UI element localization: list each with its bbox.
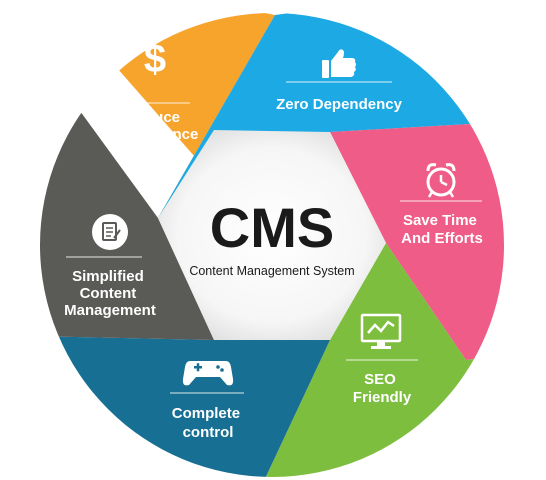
label-save-time-and-efforts: Save Time And Efforts (401, 212, 483, 247)
label-zero-dependency: Zero Dependency (276, 96, 403, 113)
label-complete-control: Complete control (172, 405, 245, 441)
thumbs-up-icon (322, 49, 356, 78)
gamepad-icon (182, 361, 234, 386)
segment-simplified-content-management (40, 13, 214, 340)
center-hexagon (158, 130, 386, 340)
document-icon (92, 214, 128, 250)
svg-text:$: $ (144, 37, 166, 81)
center-title: CMS (210, 196, 334, 259)
label-seo-friendly: SEO Friendly (353, 371, 412, 406)
label-simplified-content-management: Simplified Content Management (64, 268, 156, 319)
dollar-icon: $ (144, 37, 166, 81)
chart-monitor-icon (360, 313, 402, 349)
alarm-clock-icon (426, 163, 456, 198)
segment-save-time-and-efforts (330, 120, 504, 360)
center-subtitle: Content Management System (189, 264, 354, 278)
label-reduce-maintenance-cost: Reduce Maintenance cost (107, 109, 202, 160)
label-dividers (66, 81, 482, 394)
